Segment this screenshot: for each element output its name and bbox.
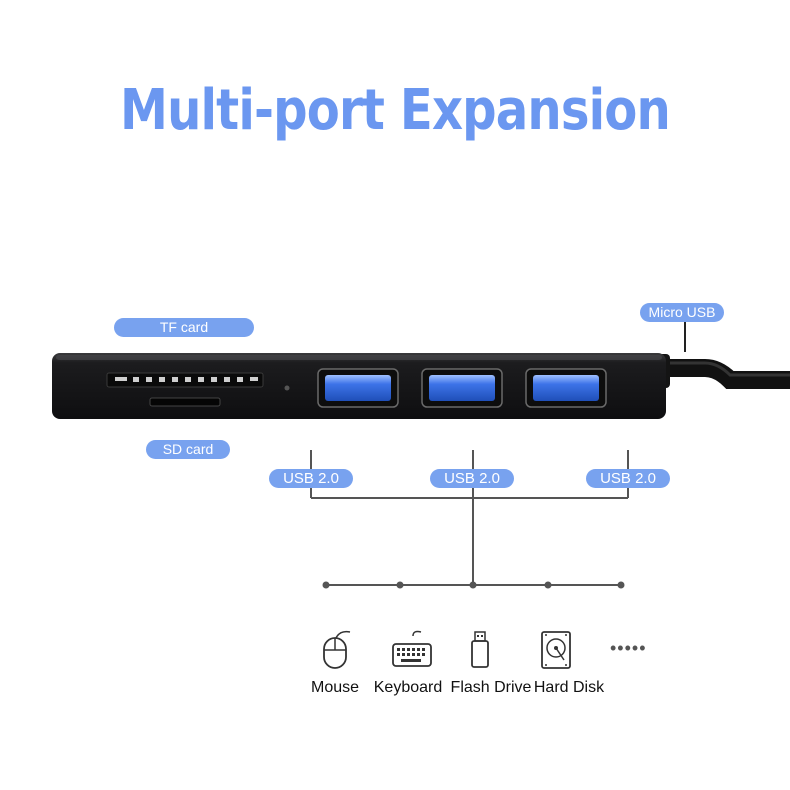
more-devices-ellipsis: ••••• <box>610 638 647 658</box>
keyboard-icon <box>392 630 432 667</box>
device-label-hard-disk: Hard Disk <box>533 679 605 696</box>
status-led <box>284 385 290 391</box>
usb-port-1 <box>317 368 399 408</box>
micro-usb-label: Micro USB <box>640 303 724 322</box>
usb-port-label-3: USB 2.0 <box>586 469 670 488</box>
flash-drive-icon <box>471 631 489 668</box>
device-label-keyboard: Keyboard <box>373 679 443 696</box>
device-label-mouse: Mouse <box>310 679 360 696</box>
usb-port-label-2: USB 2.0 <box>430 469 514 488</box>
sd-card-label: SD card <box>146 440 230 459</box>
hard-disk-icon <box>541 631 571 669</box>
usb-port-3 <box>525 368 607 408</box>
usb-port-2 <box>421 368 503 408</box>
connector-dots <box>322 581 625 589</box>
mouse-icon <box>323 630 351 669</box>
micro-usb-cable <box>650 354 790 389</box>
tf-card-slot <box>106 372 264 388</box>
sd-card-slot <box>149 397 221 407</box>
device-label-flash-drive: Flash Drive <box>450 679 532 696</box>
page-title: Multi-port Expansion <box>120 78 671 143</box>
tf-card-label: TF card <box>114 318 254 337</box>
usb-port-label-1: USB 2.0 <box>269 469 353 488</box>
